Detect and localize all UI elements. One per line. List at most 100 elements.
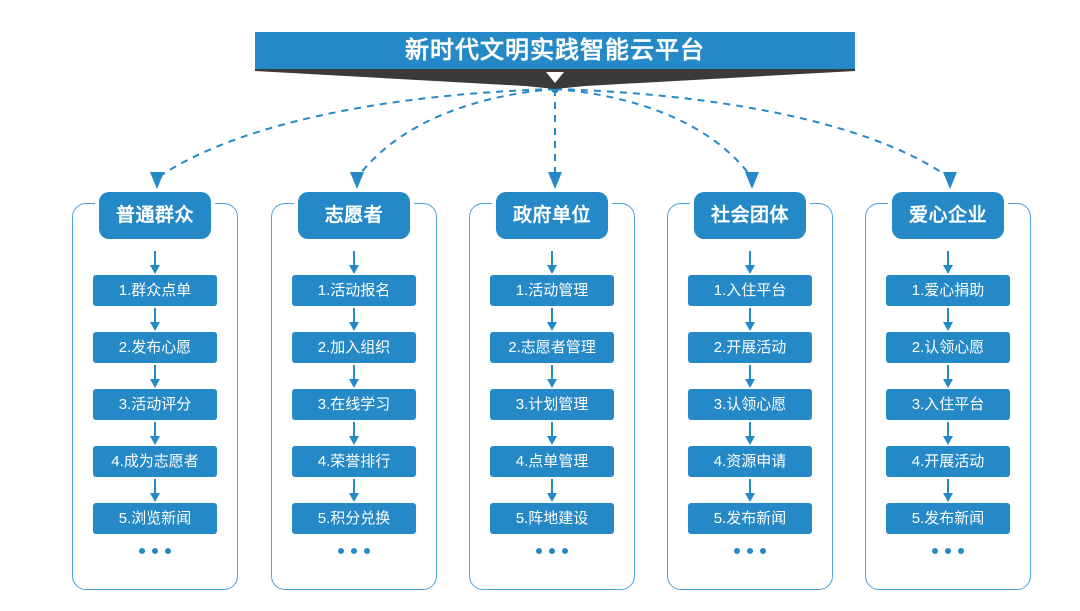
role-column-zhengfudanwei[interactable]: 政府单位 1.活动管理 2.志愿者管理 3.计划管理 4.点单管理	[469, 192, 635, 590]
flow-item-label: 3.入住平台	[911, 396, 985, 413]
flow-arrow-icon	[469, 477, 635, 503]
flow-item[interactable]: 1.群众点单	[93, 275, 217, 306]
flow-arrow-icon	[469, 420, 635, 446]
flow-item[interactable]: 3.入住平台	[886, 389, 1010, 420]
flow-item[interactable]: 5.浏览新闻	[93, 503, 217, 534]
flow-arrow-icon	[667, 477, 833, 503]
ellipsis-dot	[536, 548, 542, 554]
flow-arrow-icon	[271, 363, 437, 389]
flow-item[interactable]: 4.成为志愿者	[93, 446, 217, 477]
flow-item[interactable]: 2.开展活动	[688, 332, 812, 363]
flow-arrow-icon	[469, 363, 635, 389]
flow-item[interactable]: 2.志愿者管理	[490, 332, 614, 363]
flow-item-label: 2.认领心愿	[911, 339, 985, 356]
flow-arrow-icon	[271, 249, 437, 275]
flow-arrow-icon	[271, 477, 437, 503]
flow-item-label: 2.加入组织	[317, 339, 391, 356]
ellipsis-dot	[549, 548, 555, 554]
flow-item[interactable]: 5.阵地建设	[490, 503, 614, 534]
column-body: 1.爱心捐助 2.认领心愿 3.入住平台 4.开展活动 5.发布新闻	[865, 249, 1031, 568]
ellipsis-dot	[152, 548, 158, 554]
flow-item-label: 4.成为志愿者	[111, 453, 199, 470]
ellipsis-dot	[351, 548, 357, 554]
flow-item-label: 4.资源申请	[713, 453, 787, 470]
flow-arrow-icon	[469, 249, 635, 275]
flow-item-label: 3.在线学习	[317, 396, 391, 413]
column-header-1[interactable]: 普通群众	[99, 192, 211, 239]
flow-item-label: 2.发布心愿	[118, 339, 192, 356]
column-header-3[interactable]: 政府单位	[496, 192, 608, 239]
banner-shadow-ribbon	[255, 69, 855, 89]
flow-item[interactable]: 1.入住平台	[688, 275, 812, 306]
ellipsis-dot	[165, 548, 171, 554]
flow-item-label: 2.开展活动	[713, 339, 787, 356]
column-header-5[interactable]: 爱心企业	[892, 192, 1004, 239]
flow-arrow-icon	[271, 306, 437, 332]
ellipsis-dot	[562, 548, 568, 554]
column-body: 1.活动报名 2.加入组织 3.在线学习 4.荣誉排行 5.积分兑换	[271, 249, 437, 568]
connector-arrow-2	[350, 172, 364, 189]
column-header-label: 爱心企业	[908, 205, 987, 226]
ellipsis-dot	[958, 548, 964, 554]
role-column-putongqunzhong[interactable]: 普通群众 1.群众点单 2.发布心愿 3.活动评分 4.成为志愿者	[72, 192, 238, 590]
flow-item[interactable]: 4.荣誉排行	[292, 446, 416, 477]
flow-item[interactable]: 5.发布新闻	[886, 503, 1010, 534]
connector-to-column-1	[156, 88, 556, 179]
flow-item-label: 4.点单管理	[515, 453, 589, 470]
flow-item[interactable]: 3.在线学习	[292, 389, 416, 420]
flow-item[interactable]: 4.点单管理	[490, 446, 614, 477]
flow-arrow-icon	[865, 363, 1031, 389]
ellipsis-dot	[747, 548, 753, 554]
role-column-shehuituanti[interactable]: 社会团体 1.入住平台 2.开展活动 3.认领心愿 4.资源申请	[667, 192, 833, 590]
flow-item[interactable]: 1.活动管理	[490, 275, 614, 306]
flow-item[interactable]: 4.开展活动	[886, 446, 1010, 477]
flow-item-label: 5.积分兑换	[317, 510, 391, 527]
role-column-zhiyuanzhe[interactable]: 志愿者 1.活动报名 2.加入组织 3.在线学习 4.荣誉排行	[271, 192, 437, 590]
ellipsis-dot	[139, 548, 145, 554]
flow-arrow-icon	[865, 249, 1031, 275]
flow-arrow-icon	[72, 363, 238, 389]
connector-to-column-4	[554, 88, 753, 179]
ellipsis-dot	[734, 548, 740, 554]
flow-item[interactable]: 3.活动评分	[93, 389, 217, 420]
flow-item-label: 1.入住平台	[713, 282, 787, 299]
column-body: 1.入住平台 2.开展活动 3.认领心愿 4.资源申请 5.发布新闻	[667, 249, 833, 568]
flow-item[interactable]: 2.认领心愿	[886, 332, 1010, 363]
flow-arrow-icon	[469, 306, 635, 332]
flow-item[interactable]: 5.积分兑换	[292, 503, 416, 534]
role-column-aixinqiye[interactable]: 爱心企业 1.爱心捐助 2.认领心愿 3.入住平台 4.开展活动	[865, 192, 1031, 590]
flow-item[interactable]: 1.活动报名	[292, 275, 416, 306]
flow-item-label: 2.志愿者管理	[508, 339, 596, 356]
ellipsis-dot	[364, 548, 370, 554]
more-items-ellipsis	[469, 534, 635, 568]
connector-arrow-4	[745, 172, 759, 189]
flow-arrow-icon	[865, 477, 1031, 503]
flow-item[interactable]: 1.爱心捐助	[886, 275, 1010, 306]
column-header-2[interactable]: 志愿者	[298, 192, 410, 239]
flow-item[interactable]: 3.计划管理	[490, 389, 614, 420]
connector-arrow-3	[548, 172, 562, 189]
column-header-label: 普通群众	[115, 205, 194, 226]
flow-arrow-icon	[72, 420, 238, 446]
flow-item[interactable]: 2.加入组织	[292, 332, 416, 363]
column-header-4[interactable]: 社会团体	[694, 192, 806, 239]
flow-item[interactable]: 4.资源申请	[688, 446, 812, 477]
flow-item-label: 3.计划管理	[515, 396, 589, 413]
flow-arrow-icon	[667, 420, 833, 446]
page-title: 新时代文明实践智能云平台	[405, 36, 705, 64]
column-header-label: 社会团体	[710, 205, 789, 226]
flow-arrow-icon	[271, 420, 437, 446]
flow-item-label: 5.阵地建设	[515, 510, 589, 527]
column-header-label: 志愿者	[324, 205, 384, 226]
flow-arrow-icon	[865, 306, 1031, 332]
flow-item-label: 5.发布新闻	[713, 510, 787, 527]
connector-to-column-2	[356, 88, 556, 179]
flow-arrow-icon	[72, 306, 238, 332]
flow-item[interactable]: 2.发布心愿	[93, 332, 217, 363]
ellipsis-dot	[945, 548, 951, 554]
flow-arrow-icon	[667, 363, 833, 389]
flow-item[interactable]: 3.认领心愿	[688, 389, 812, 420]
column-body: 1.群众点单 2.发布心愿 3.活动评分 4.成为志愿者 5.浏览新闻	[72, 249, 238, 568]
flow-item[interactable]: 5.发布新闻	[688, 503, 812, 534]
